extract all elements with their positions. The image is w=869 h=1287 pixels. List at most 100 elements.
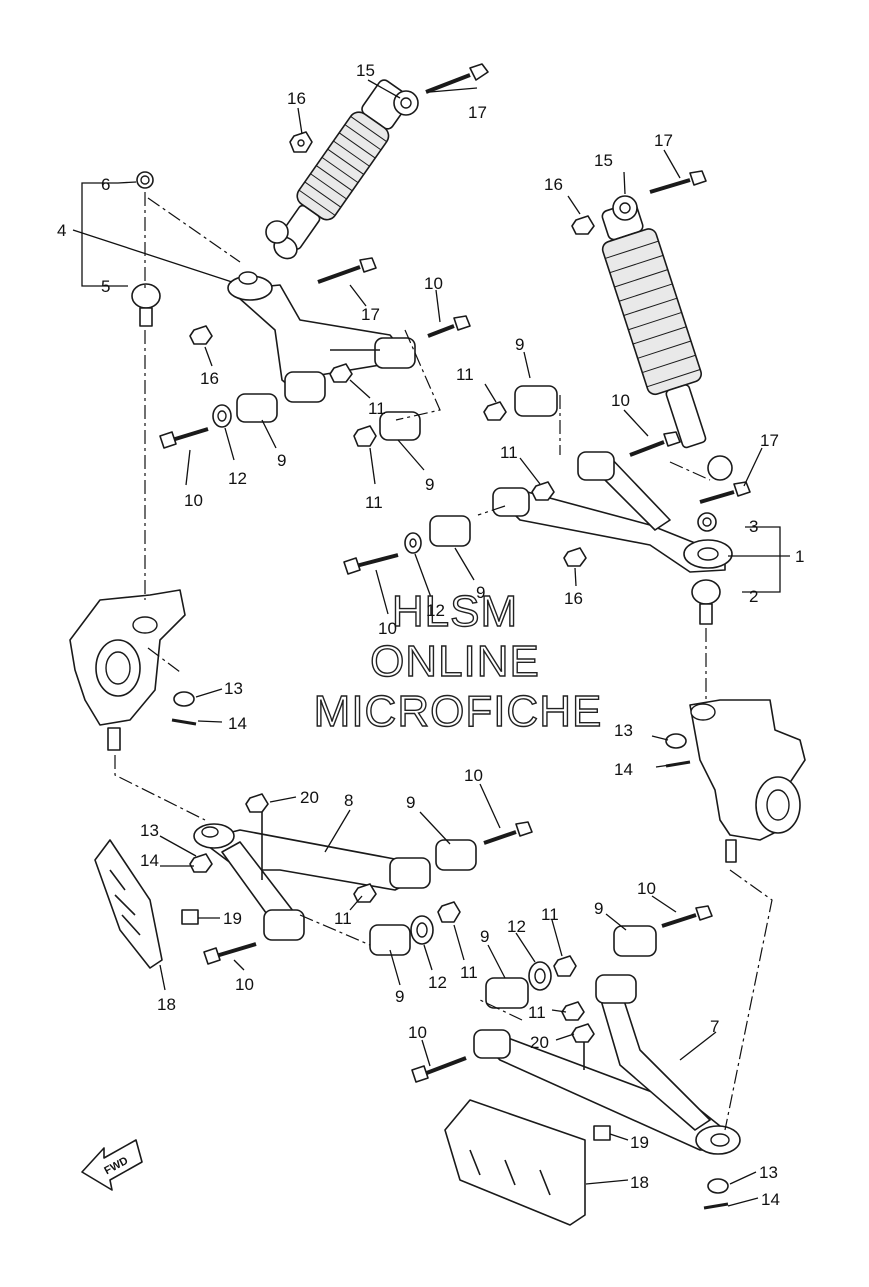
callout-label: 10 bbox=[611, 391, 630, 410]
callout-label: 12 bbox=[426, 601, 445, 620]
callout-label: 12 bbox=[507, 917, 526, 936]
callout-label: 10 bbox=[464, 766, 483, 785]
clip-19-left bbox=[181, 909, 199, 925]
callout-label: 10 bbox=[637, 879, 656, 898]
callout-label: 10 bbox=[408, 1023, 427, 1042]
bolt-17-top bbox=[425, 63, 489, 94]
bushings-lower-right bbox=[485, 925, 657, 1021]
bolt-17-left bbox=[317, 257, 377, 284]
bushing-9-upper-right bbox=[429, 385, 558, 547]
nut-16-right-top bbox=[571, 215, 595, 235]
bolt-20-left bbox=[245, 793, 269, 813]
skid-plate-18-right bbox=[444, 1099, 586, 1226]
callout-label: 13 bbox=[224, 679, 243, 698]
callout-label: 4 bbox=[57, 221, 66, 240]
callout-label: 19 bbox=[630, 1133, 649, 1152]
circlip-6 bbox=[136, 171, 154, 189]
callout-label: 13 bbox=[759, 1163, 778, 1182]
nut-13-and-cotter-14-lower-right bbox=[703, 1178, 729, 1210]
bushing-9-upper-left bbox=[236, 393, 421, 441]
callout-label: 12 bbox=[228, 469, 247, 488]
callout-label: 5 bbox=[101, 277, 110, 296]
lower-a-arm-left bbox=[193, 808, 431, 941]
callout-label: 14 bbox=[140, 851, 159, 870]
shock-absorber-upper-right bbox=[601, 195, 733, 481]
callout-label: 17 bbox=[361, 305, 380, 324]
circlip-3 bbox=[697, 512, 717, 532]
watermark-line-3: MICROFICHE bbox=[314, 687, 603, 736]
watermark: HLSM ONLINE MICROFICHE bbox=[313, 586, 603, 736]
shock-absorber-upper-left bbox=[265, 79, 419, 260]
callout-label: 20 bbox=[300, 788, 319, 807]
callout-label: 10 bbox=[235, 975, 254, 994]
skid-plate-18-left bbox=[94, 839, 163, 969]
callout-label: 11 bbox=[541, 905, 559, 924]
upper-a-arm-right bbox=[492, 451, 733, 573]
assembly-center-lines bbox=[114, 192, 773, 1131]
bushings-lower-left bbox=[189, 839, 477, 956]
callout-label: 13 bbox=[140, 821, 159, 840]
bolt-10-upper-left-rear bbox=[427, 315, 471, 338]
callout-label: 9 bbox=[594, 899, 603, 918]
ball-joint-5 bbox=[131, 283, 161, 327]
nut-13-and-cotter-14-left bbox=[171, 691, 197, 726]
callout-label: 15 bbox=[594, 151, 613, 170]
callout-label: 9 bbox=[425, 475, 434, 494]
bolts-10-lower-right bbox=[411, 905, 713, 1083]
callout-label: 16 bbox=[564, 589, 583, 608]
callout-label: 15 bbox=[356, 61, 375, 80]
steering-knuckle-left bbox=[69, 589, 186, 751]
callout-label: 9 bbox=[277, 451, 286, 470]
bolt-10-upper-left bbox=[159, 427, 209, 449]
nut-16-top bbox=[289, 131, 313, 153]
callout-label: 20 bbox=[530, 1033, 549, 1052]
watermark-line-1: HLSM bbox=[392, 587, 518, 636]
nut-16-left bbox=[189, 325, 213, 345]
callout-label: 11 bbox=[528, 1003, 546, 1022]
callout-label: 8 bbox=[344, 791, 353, 810]
callout-label: 14 bbox=[761, 1190, 780, 1209]
callout-label: 3 bbox=[749, 517, 758, 536]
callout-label: 11 bbox=[460, 963, 478, 982]
bolt-17-right-lower bbox=[699, 481, 751, 504]
steering-knuckle-right bbox=[689, 699, 806, 863]
callout-label: 9 bbox=[406, 793, 415, 812]
nut-13-and-cotter-14-right bbox=[665, 733, 691, 768]
callout-label: 1 bbox=[795, 547, 804, 566]
lower-a-arm-right bbox=[473, 974, 741, 1155]
callout-label: 14 bbox=[228, 714, 247, 733]
clip-19-right bbox=[593, 1125, 611, 1141]
callout-label: 10 bbox=[378, 619, 397, 638]
nuts-11-upper-left bbox=[329, 363, 377, 447]
leader-lines bbox=[72, 79, 790, 1207]
callout-label: 12 bbox=[428, 973, 447, 992]
bolt-17-right-top bbox=[649, 170, 707, 194]
watermark-line-2: ONLINE bbox=[370, 637, 540, 686]
callout-label: 10 bbox=[184, 491, 203, 510]
ball-joint-2 bbox=[691, 579, 721, 625]
bolts-10-upper-right bbox=[343, 431, 681, 575]
callout-label: 9 bbox=[476, 583, 485, 602]
callout-label: 16 bbox=[200, 369, 219, 388]
callout-label: 11 bbox=[365, 493, 383, 512]
nuts-11-upper-right bbox=[483, 401, 555, 501]
callout-label: 17 bbox=[468, 103, 487, 122]
callout-label: 10 bbox=[424, 274, 443, 293]
callout-label: 16 bbox=[544, 175, 563, 194]
callout-label: 11 bbox=[368, 399, 386, 418]
bolts-10-lower-left bbox=[203, 821, 533, 965]
callout-label: 14 bbox=[614, 760, 633, 779]
callout-label: 9 bbox=[395, 987, 404, 1006]
callout-labels: 15 16 17 6 4 5 17 10 16 11 9 11 10 12 9 … bbox=[57, 61, 804, 1209]
callout-label: 11 bbox=[456, 365, 474, 384]
forward-direction-arrow: FWD bbox=[81, 1139, 143, 1191]
callout-label: 18 bbox=[630, 1173, 649, 1192]
callout-label: 19 bbox=[223, 909, 242, 928]
washer-12-left bbox=[212, 404, 232, 428]
callout-label: 9 bbox=[480, 927, 489, 946]
callout-label: 17 bbox=[654, 131, 673, 150]
callout-label: 7 bbox=[710, 1017, 719, 1036]
callout-label: 6 bbox=[101, 175, 110, 194]
upper-a-arm-left bbox=[227, 271, 416, 403]
